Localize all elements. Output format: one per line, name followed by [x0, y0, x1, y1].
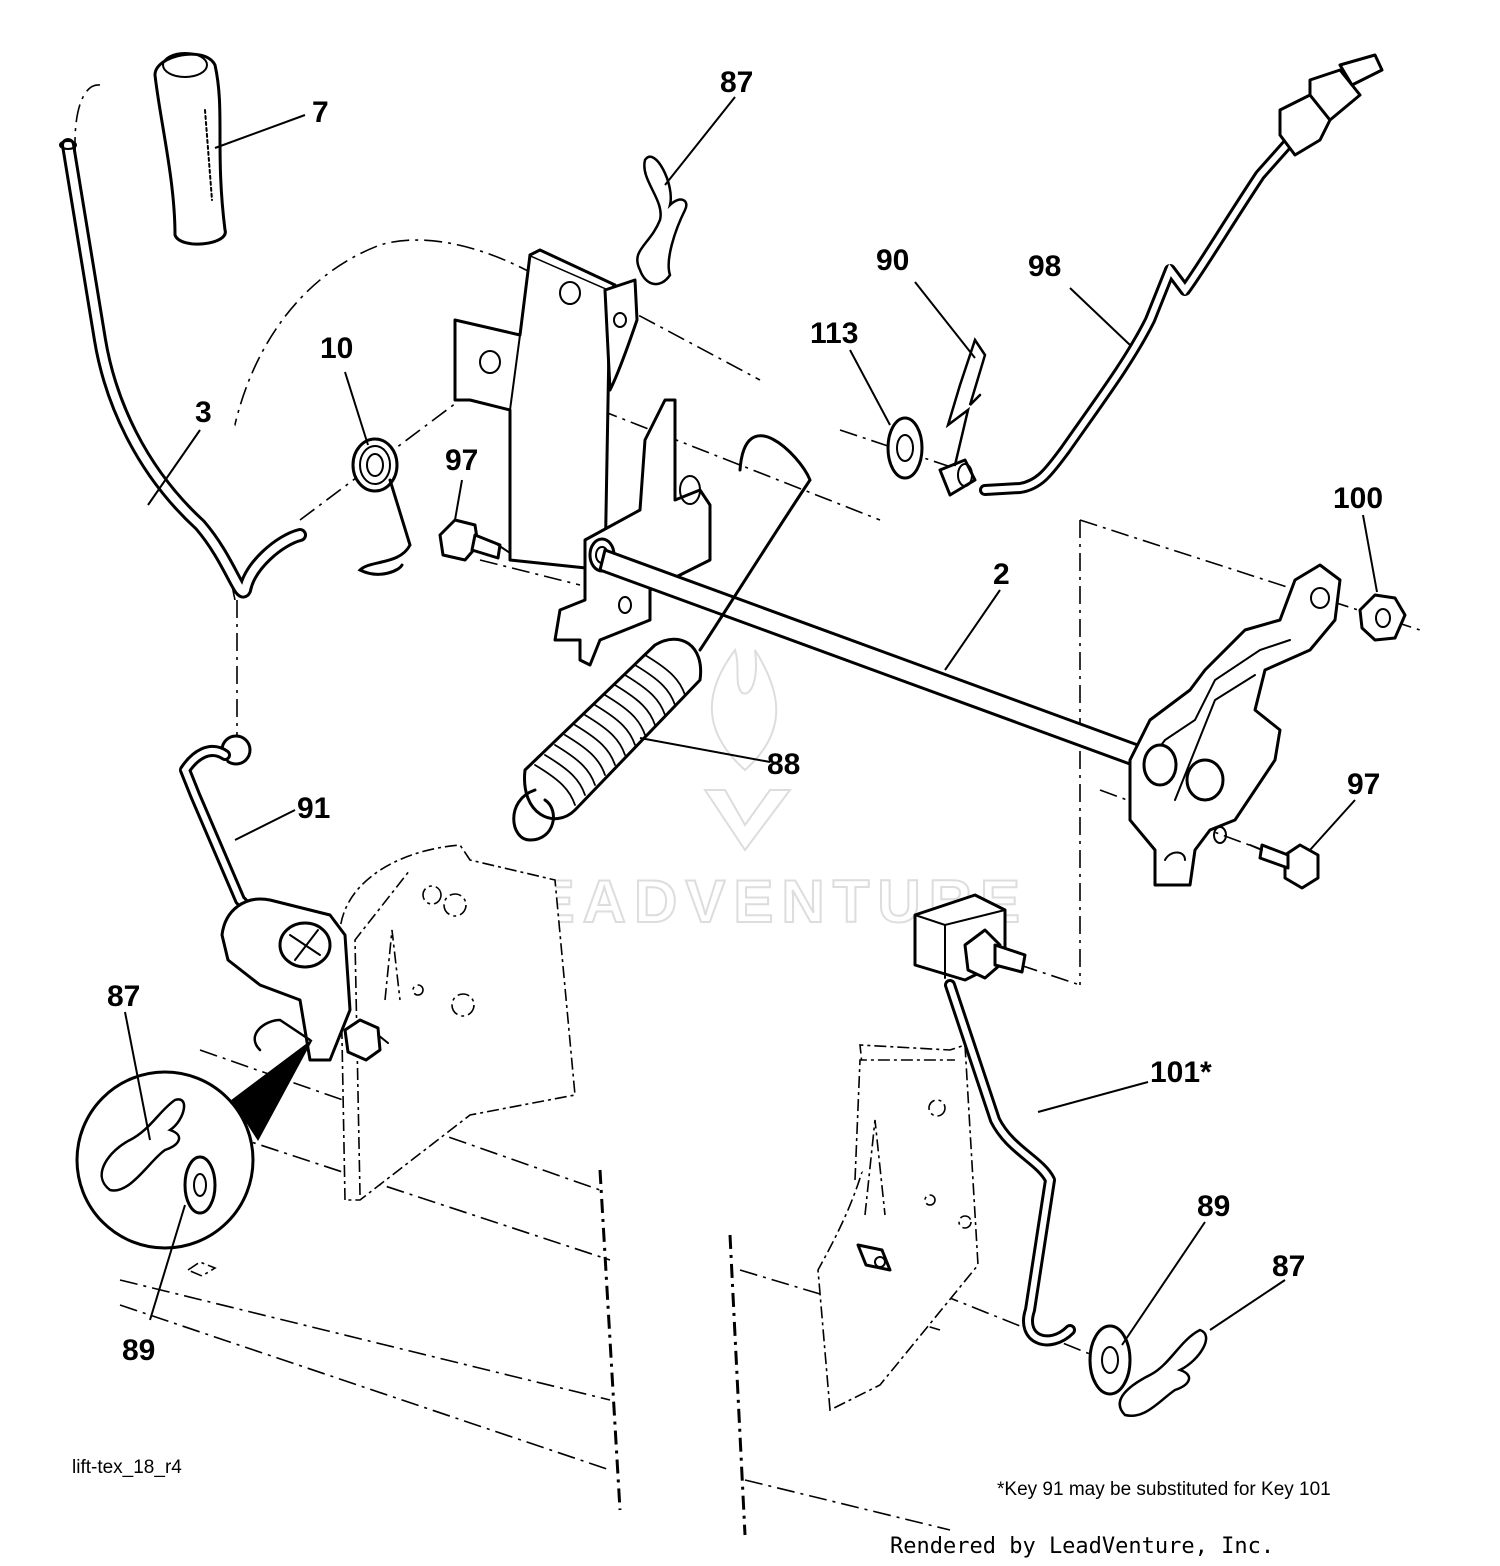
callout-101: 101* — [1150, 1056, 1212, 1089]
callout-91: 91 — [297, 792, 330, 825]
part-88-spring — [512, 637, 703, 842]
drawing-reference: lift-tex_18_r4 — [72, 1457, 182, 1478]
part-100-nut — [1358, 593, 1407, 642]
callout-90: 90 — [876, 244, 909, 277]
leader-lines — [124, 96, 1378, 1346]
part-7-grip — [153, 52, 227, 246]
part-10-spring — [351, 437, 412, 576]
callout-87-left: 87 — [107, 980, 140, 1013]
callout-97-left: 97 — [445, 444, 478, 477]
callout-98: 98 — [1028, 250, 1061, 283]
callout-87-right: 87 — [1272, 1250, 1305, 1283]
part-97-bolt-left — [438, 518, 511, 562]
callout-87-top: 87 — [720, 66, 753, 99]
detail-magnifier — [75, 1039, 313, 1250]
mounting-bracket — [453, 248, 639, 572]
footnote: *Key 91 may be substituted for Key 101 — [997, 1479, 1331, 1500]
part-3-lift-handle — [59, 138, 307, 599]
part-101-lift-link — [913, 893, 1076, 1347]
part-97-bolt-right — [1249, 843, 1320, 890]
part-91-lift-link — [179, 734, 389, 1062]
part-90-clip — [945, 337, 987, 467]
callout-97-right: 97 — [1347, 768, 1380, 801]
callout-89-left: 89 — [122, 1334, 155, 1367]
deck-pin — [186, 1261, 217, 1277]
callout-100: 100 — [1333, 482, 1383, 515]
part-113-washer — [886, 416, 924, 480]
part-87-clip-top — [636, 155, 688, 286]
callout-113: 113 — [810, 317, 858, 350]
callout-7: 7 — [312, 96, 329, 129]
part-87-clip-right — [1118, 1328, 1208, 1418]
deck-bracket-left — [339, 844, 576, 1201]
callouts: 7 87 90 98 113 10 3 97 100 2 88 97 91 87… — [107, 66, 1383, 1367]
callout-10: 10 — [320, 332, 353, 365]
part-89-washer-right — [1088, 1324, 1132, 1396]
deck-bracket-right — [817, 1043, 979, 1412]
callout-3: 3 — [195, 396, 212, 429]
callout-2: 2 — [993, 558, 1010, 591]
pivot-bracket — [553, 398, 712, 667]
callout-89-right: 89 — [1197, 1190, 1230, 1223]
render-credit: Rendered by LeadVenture, Inc. — [890, 1534, 1274, 1559]
part-98-rod — [938, 53, 1384, 497]
part-2-cross-shaft — [598, 434, 1167, 777]
lift-arm-right — [1128, 563, 1342, 887]
callout-88: 88 — [767, 748, 800, 781]
